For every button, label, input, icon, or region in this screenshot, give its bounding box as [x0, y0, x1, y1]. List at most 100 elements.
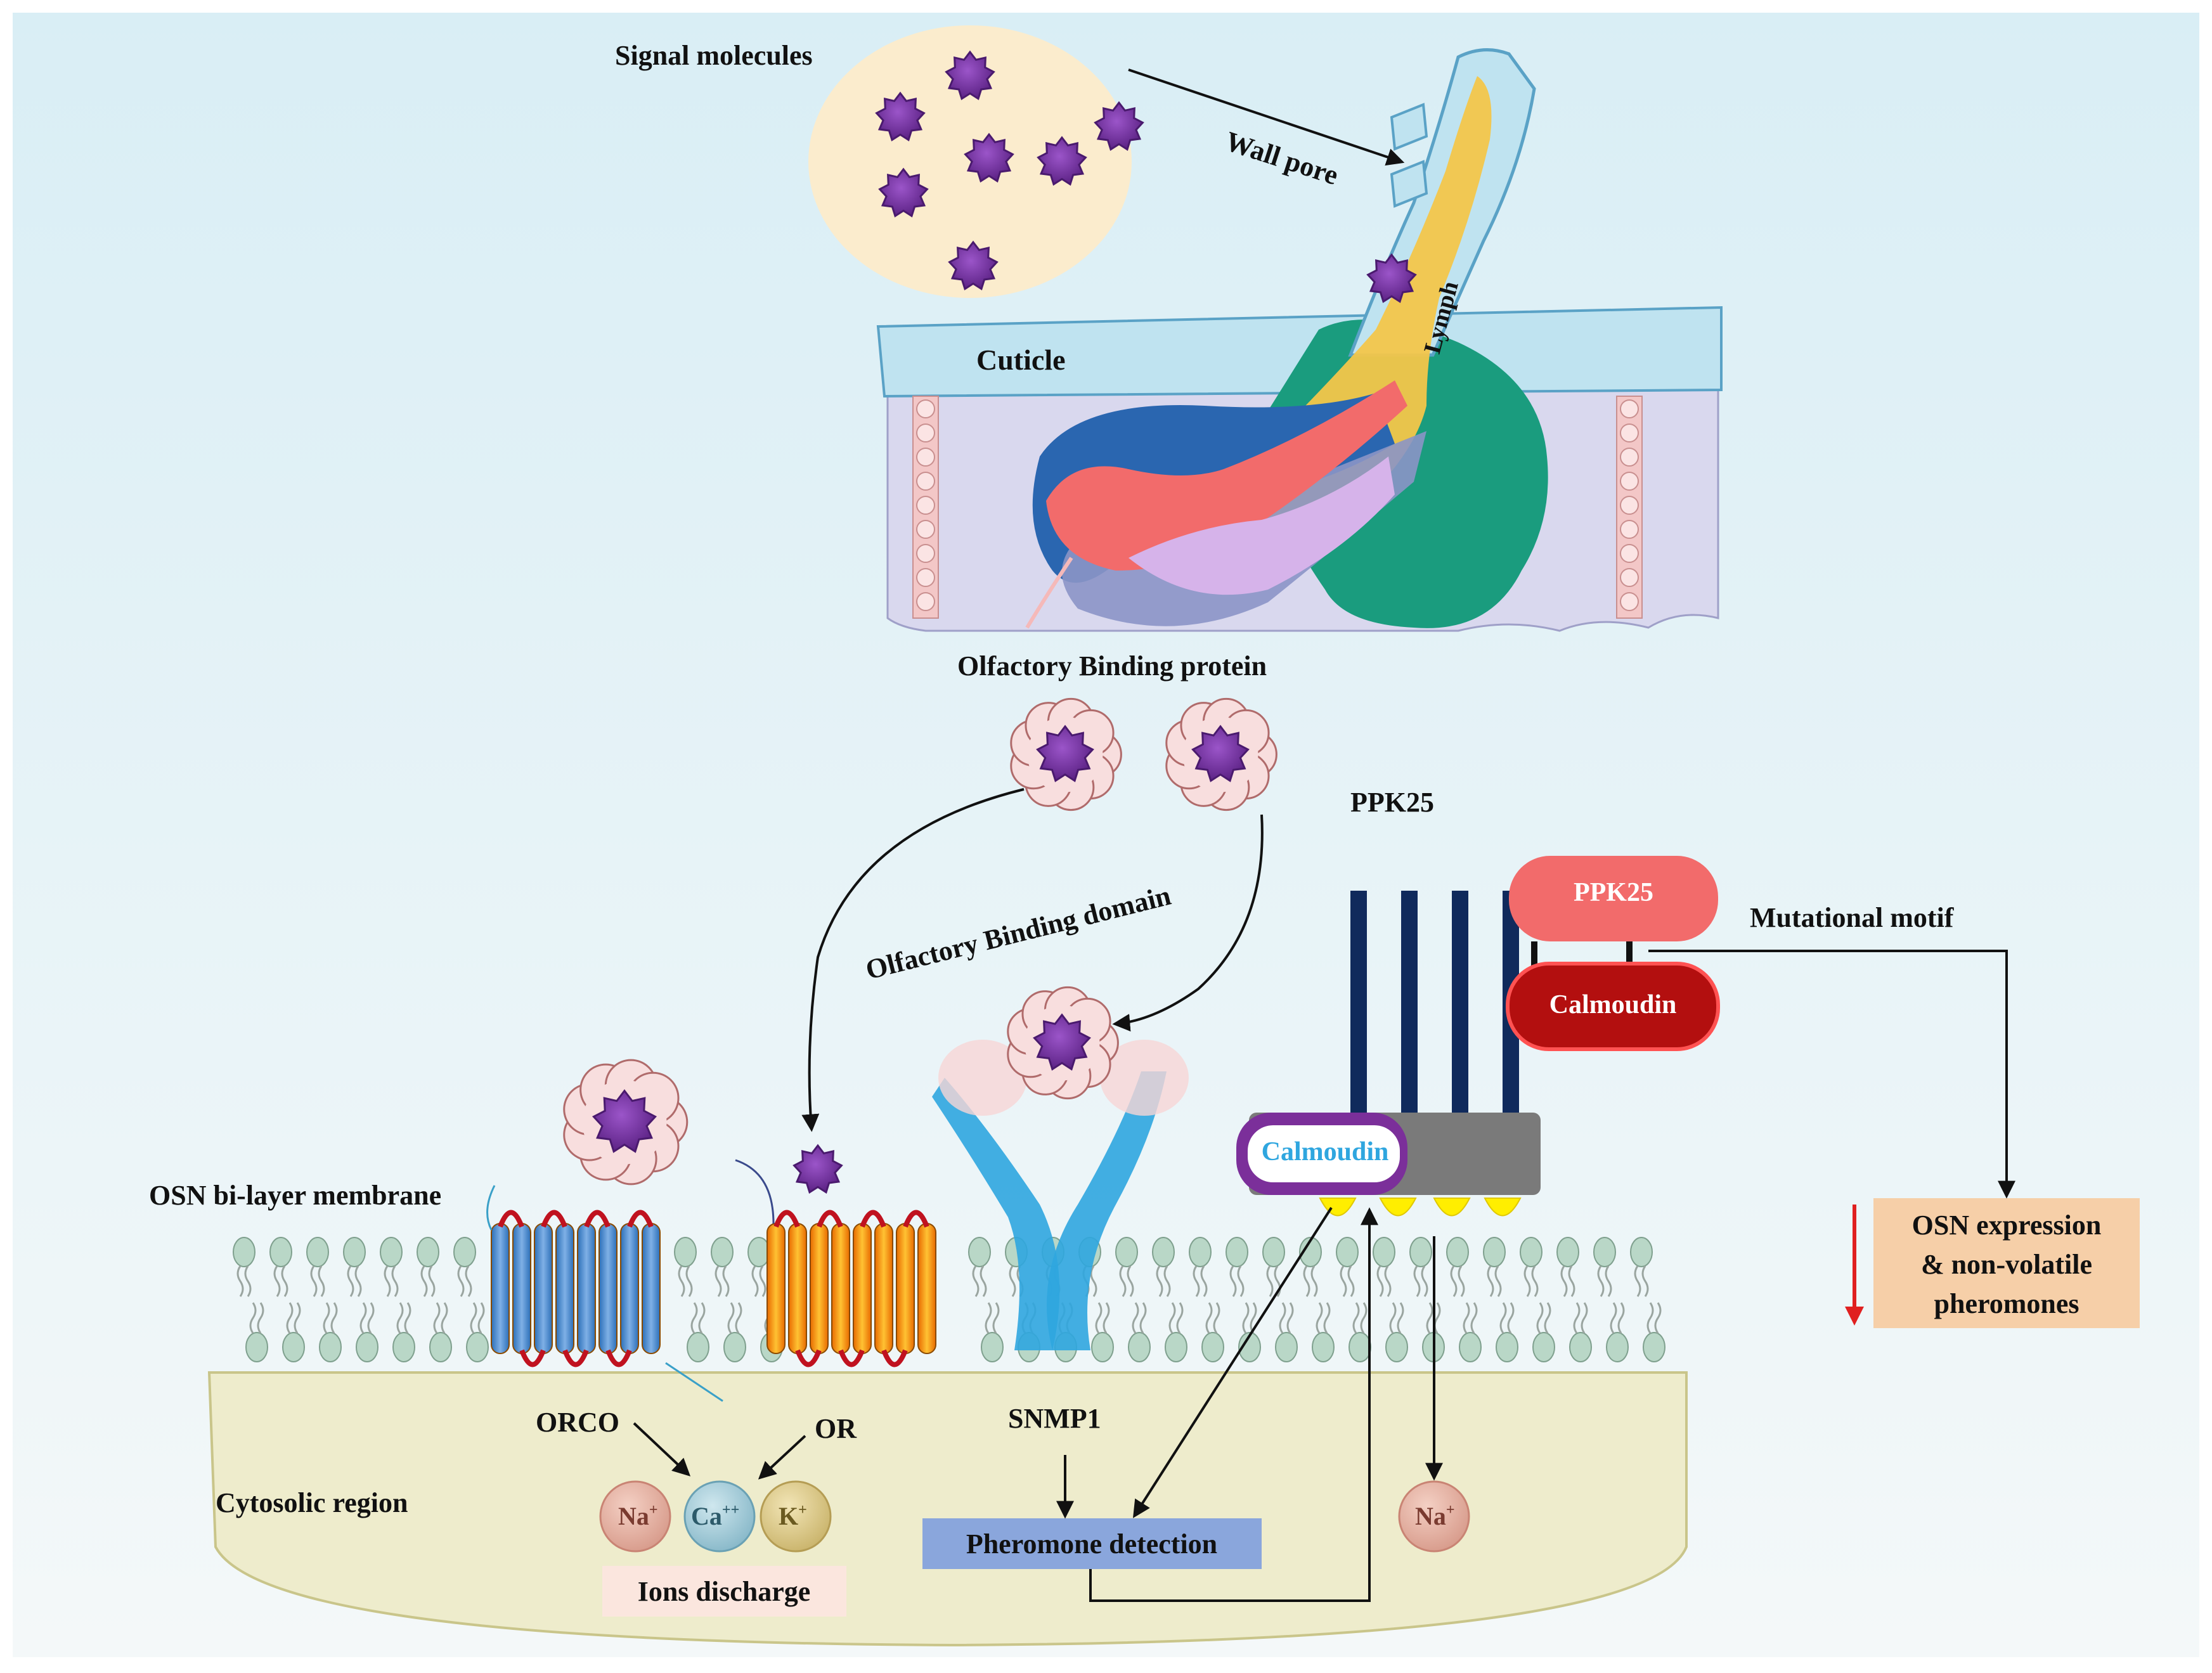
- lipid-tail: [1463, 1302, 1470, 1334]
- lipid-icon: [1593, 1237, 1616, 1297]
- lipid-tail: [1507, 1302, 1515, 1334]
- ions: [599, 1480, 1470, 1553]
- lipid-tail: [1200, 1265, 1208, 1297]
- lipid-icon: [1165, 1302, 1187, 1362]
- lipid-tail: [347, 1265, 354, 1297]
- molecule-icon: [1366, 253, 1417, 304]
- lipid-head: [1201, 1332, 1224, 1362]
- lipid-tail: [1389, 1302, 1397, 1334]
- glial-cell: [1129, 456, 1395, 595]
- receptor-loop: [860, 1210, 886, 1228]
- lipid-tail: [1568, 1265, 1575, 1297]
- cell-column-right: [1616, 396, 1643, 619]
- lipid-tail: [470, 1302, 477, 1334]
- snmp1-receptor: [932, 1040, 1189, 1350]
- lipid-icon: [466, 1302, 489, 1362]
- lipid-tail: [1360, 1302, 1368, 1334]
- lipid-head: [453, 1237, 476, 1267]
- lipid-tail: [1205, 1302, 1213, 1334]
- cell: [1620, 496, 1639, 515]
- cell: [916, 472, 935, 491]
- arrow-calmoudin-to-detection: [1132, 1206, 1333, 1518]
- neuron-cell-body: [1046, 380, 1407, 571]
- receptor-helix: [853, 1223, 872, 1354]
- label-olfactory-binding-protein: Olfactory Binding protein: [957, 650, 1267, 681]
- snmp1-domain-right: [1100, 1040, 1189, 1116]
- cell: [1620, 472, 1639, 491]
- lipid-tail: [1499, 1302, 1507, 1334]
- lipid-tail: [1413, 1265, 1421, 1297]
- lipid-head: [687, 1332, 709, 1362]
- lipid-head: [1312, 1332, 1335, 1362]
- cell: [1620, 520, 1639, 539]
- molecule-icon: [948, 240, 999, 291]
- lipid-tail: [1470, 1302, 1478, 1334]
- lipid-tail: [318, 1265, 325, 1297]
- lipid-tail: [1274, 1265, 1281, 1297]
- lipid-tail: [722, 1265, 730, 1297]
- lipid-icon: [1643, 1302, 1665, 1362]
- lipid-icon: [1152, 1237, 1175, 1297]
- lipid-head: [1532, 1332, 1555, 1362]
- receptor-helix: [831, 1223, 850, 1354]
- lipid-tail: [330, 1302, 338, 1334]
- lipid-head: [1275, 1332, 1298, 1362]
- lipid-tail: [249, 1302, 257, 1334]
- label-ppk25-top: PPK25: [1350, 787, 1434, 818]
- lipid-tail: [1544, 1302, 1551, 1334]
- signal-molecules-ellipse: [808, 25, 1132, 298]
- receptor-loop: [605, 1349, 632, 1367]
- receptor-helix: [788, 1223, 807, 1354]
- lipid-tail: [1560, 1265, 1568, 1297]
- lipid-head: [1226, 1237, 1248, 1267]
- molecule-icon: [1033, 1013, 1091, 1071]
- lipid-tail: [1634, 1265, 1641, 1297]
- lipid-icon: [723, 1302, 746, 1362]
- lipid-icon: [392, 1302, 415, 1362]
- lipid-tail: [404, 1302, 411, 1334]
- label-ions-discharge: Ions discharge: [638, 1576, 811, 1607]
- lipid-icon: [1532, 1302, 1555, 1362]
- cell: [916, 592, 935, 611]
- receptor-loop: [498, 1210, 524, 1228]
- lipid-tail: [1250, 1302, 1257, 1334]
- receptor-loop: [519, 1349, 546, 1367]
- osn-expression-box: [1873, 1198, 2140, 1328]
- label-na-ion-2: Na+: [1415, 1502, 1455, 1530]
- lipid-tail: [1654, 1302, 1662, 1334]
- label-cuticle: Cuticle: [976, 344, 1066, 376]
- lipid-tail: [428, 1265, 436, 1297]
- lipid-icon: [233, 1237, 255, 1297]
- lipid-head: [1569, 1332, 1592, 1362]
- arrow-to-wall-pore: [1128, 68, 1405, 166]
- lipid-tail: [985, 1302, 992, 1334]
- receptor-helix: [491, 1223, 510, 1354]
- lipid-tail: [1009, 1265, 1016, 1297]
- label-cytosolic-region: Cytosolic region: [216, 1487, 408, 1518]
- molecule-icon: [592, 1089, 657, 1153]
- lipid-icon: [453, 1237, 476, 1297]
- lipid-head: [245, 1332, 268, 1362]
- ions-discharge-box: [602, 1566, 846, 1617]
- ppk25-subunit: [1350, 891, 1367, 1113]
- lipid-tail: [1303, 1265, 1310, 1297]
- receptor-helix: [810, 1223, 829, 1354]
- lipid-tail: [685, 1265, 693, 1297]
- lipid-tail: [477, 1302, 485, 1334]
- cell: [1620, 592, 1639, 611]
- label-osn-expression-3: pheromones: [1934, 1288, 2079, 1319]
- lipid-tail: [727, 1302, 735, 1334]
- lipid-icon: [1091, 1302, 1114, 1362]
- lipid-tail: [257, 1302, 264, 1334]
- molecule-icon: [875, 91, 926, 142]
- receptor-helix: [555, 1223, 574, 1354]
- lipid-icon: [269, 1237, 292, 1297]
- receptor-loop: [817, 1210, 843, 1228]
- lipid-tail: [980, 1265, 987, 1297]
- lipid-icon: [343, 1237, 366, 1297]
- lipid-tail: [1347, 1265, 1355, 1297]
- molecule-icon: [792, 1144, 843, 1194]
- molecule-icon: [964, 132, 1014, 183]
- lipid-tail: [1426, 1302, 1433, 1334]
- pheromone-detection-box: [922, 1518, 1262, 1569]
